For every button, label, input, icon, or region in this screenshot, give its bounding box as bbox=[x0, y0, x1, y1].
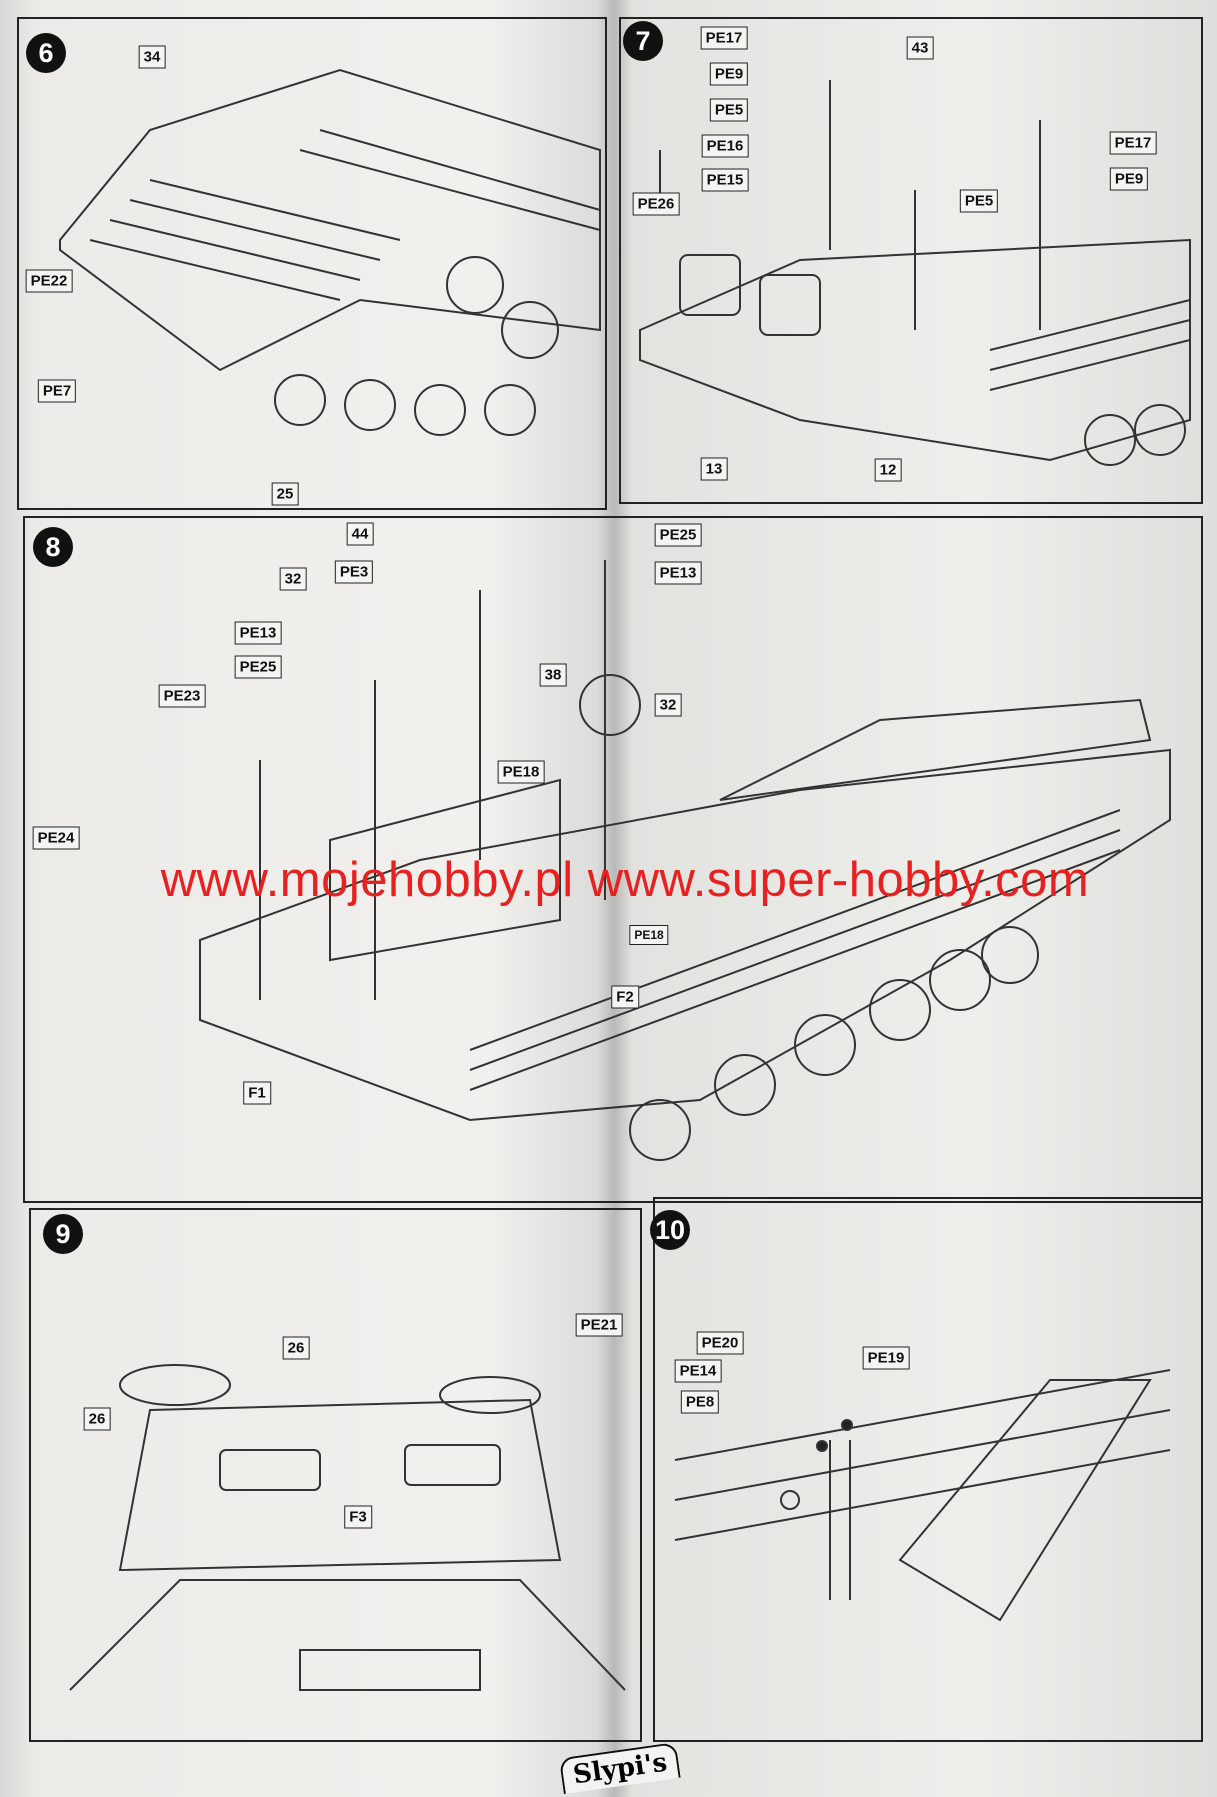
part-label: PE16 bbox=[701, 134, 749, 158]
part-label: PE15 bbox=[701, 168, 749, 192]
part-label: 32 bbox=[654, 693, 682, 717]
step8-hull-drawing bbox=[199, 560, 1171, 1161]
part-label: PE13 bbox=[654, 561, 702, 585]
step-6-panel bbox=[17, 17, 607, 510]
part-label: PE9 bbox=[709, 62, 749, 86]
watermark-text: www.mojehobby.pl www.super-hobby.com bbox=[160, 853, 1090, 907]
part-label: 13 bbox=[700, 457, 728, 481]
step-10-panel bbox=[653, 1197, 1203, 1742]
step-number: 10 bbox=[650, 1210, 690, 1250]
part-label: PE25 bbox=[654, 523, 702, 547]
part-label: 43 bbox=[906, 36, 934, 60]
step9-cabin-drawing bbox=[69, 1364, 626, 1691]
step-number: 9 bbox=[43, 1214, 83, 1254]
step-number: 8 bbox=[33, 527, 73, 567]
part-label: F1 bbox=[243, 1081, 271, 1105]
part-label: F2 bbox=[611, 985, 639, 1009]
part-label: PE14 bbox=[674, 1359, 722, 1383]
part-label: 38 bbox=[539, 663, 567, 687]
step-number: 6 bbox=[26, 33, 66, 73]
part-label: PE17 bbox=[700, 26, 748, 50]
part-label: PE25 bbox=[234, 655, 282, 679]
step10-ramp-drawing bbox=[674, 1369, 1171, 1622]
part-label: 12 bbox=[874, 458, 902, 482]
part-label: PE9 bbox=[1109, 167, 1149, 191]
part-label: PE3 bbox=[334, 560, 374, 584]
part-label: 25 bbox=[271, 482, 299, 506]
part-label: PE7 bbox=[37, 379, 77, 403]
step-number: 7 bbox=[623, 21, 663, 61]
step-7-panel bbox=[619, 17, 1203, 504]
part-label: PE13 bbox=[234, 621, 282, 645]
step-9-panel bbox=[29, 1208, 642, 1742]
part-label: 32 bbox=[279, 567, 307, 591]
part-label: 34 bbox=[138, 45, 166, 69]
part-label: PE21 bbox=[575, 1313, 623, 1337]
part-label: 44 bbox=[346, 522, 374, 546]
step6-hull-drawing bbox=[59, 68, 601, 436]
part-label: PE24 bbox=[32, 826, 80, 850]
part-label: PE18 bbox=[629, 925, 669, 945]
part-label: 26 bbox=[83, 1407, 111, 1431]
part-label: PE26 bbox=[632, 192, 680, 216]
part-label: PE8 bbox=[680, 1390, 720, 1414]
part-label: 26 bbox=[282, 1336, 310, 1360]
step-8-panel bbox=[23, 516, 1203, 1203]
part-label: PE20 bbox=[696, 1331, 744, 1355]
part-label: PE5 bbox=[709, 98, 749, 122]
part-label: PE5 bbox=[959, 189, 999, 213]
part-label: PE23 bbox=[158, 684, 206, 708]
part-label: PE22 bbox=[25, 269, 73, 293]
step7-hull-drawing bbox=[639, 80, 1191, 466]
part-label: PE18 bbox=[497, 760, 545, 784]
part-label: PE19 bbox=[862, 1346, 910, 1370]
part-label: PE17 bbox=[1109, 131, 1157, 155]
part-label: F3 bbox=[344, 1505, 372, 1529]
